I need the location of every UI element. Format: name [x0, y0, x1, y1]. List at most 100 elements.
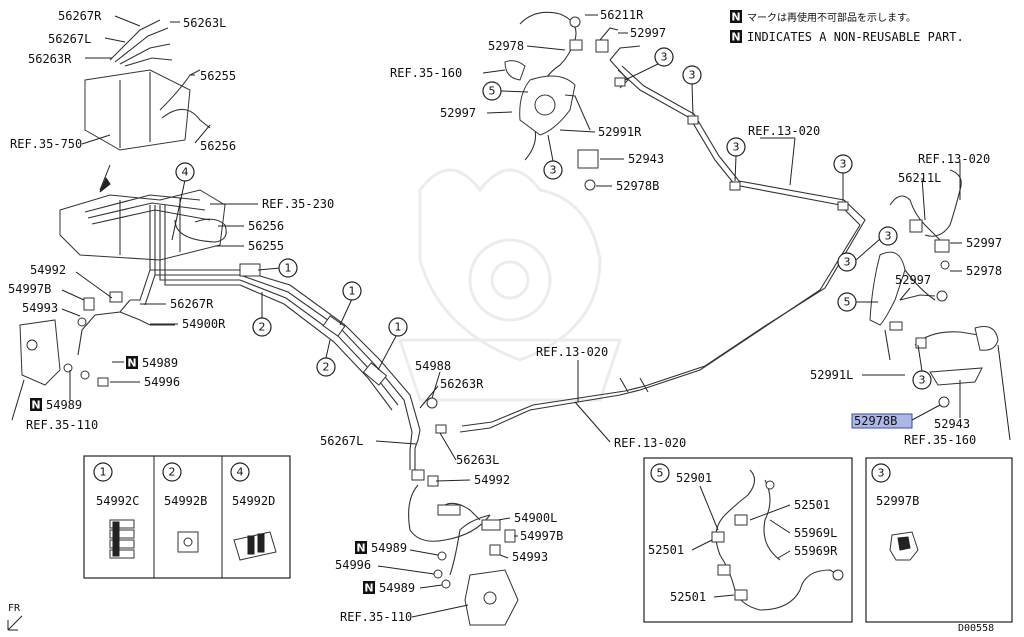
- part-56267L-top: 56267L: [48, 32, 91, 46]
- part-54900L: 54900L: [514, 511, 557, 525]
- main-pipe-bundle: [130, 263, 421, 433]
- kit5-part-52501-b: 52501: [648, 543, 684, 557]
- ref-13-020-d: REF.13-020: [614, 436, 686, 450]
- svg-text:4: 4: [182, 166, 189, 179]
- svg-text:2: 2: [259, 321, 266, 334]
- ref-35-160-right: REF.35-160: [904, 433, 976, 447]
- ref-13-020-c: REF.13-020: [536, 345, 608, 359]
- kit3-part-52997B: 52997B: [876, 494, 919, 508]
- callout-circle-3-a: [654, 47, 674, 67]
- svg-text:N: N: [364, 582, 373, 595]
- kit-boxes: 1 54992C 2 54992B 4 54992D: [83, 455, 291, 579]
- part-54989-d: 54989: [379, 581, 415, 595]
- svg-text:3: 3: [878, 467, 885, 480]
- part-52978B-highlight: 52978B: [854, 414, 897, 428]
- kit5-part-55969R: 55969R: [794, 544, 838, 558]
- kit5-part-55969L: 55969L: [794, 526, 837, 540]
- part-56255-mid: 56255: [248, 239, 284, 253]
- left-front-hose-group: [19, 291, 175, 387]
- svg-text:3: 3: [885, 230, 892, 243]
- svg-text:3: 3: [661, 51, 668, 64]
- svg-text:2: 2: [323, 361, 330, 374]
- part-52997-top2: 52997: [440, 106, 476, 120]
- svg-text:3: 3: [733, 141, 740, 154]
- part-56263R-mid: 56263R: [440, 377, 484, 391]
- svg-text:5: 5: [844, 296, 851, 309]
- part-56267R-mid: 56267R: [170, 297, 214, 311]
- part-52943-top: 52943: [628, 152, 664, 166]
- legend: N マークは再使用不可部品を示します。 N INDICATES A NON-RE…: [730, 10, 964, 44]
- kit1-clip-icon: [109, 519, 135, 559]
- part-52978-right: 52978: [966, 264, 1002, 278]
- part-56256-top: 56256: [200, 139, 236, 153]
- svg-text:1: 1: [395, 321, 402, 334]
- svg-text:1: 1: [285, 262, 292, 275]
- part-52997-top1: 52997: [630, 26, 666, 40]
- part-52978B-top: 52978B: [616, 179, 659, 193]
- callout-circle-4: [175, 162, 195, 182]
- part-56263L-top: 56263L: [183, 16, 226, 30]
- callout-circle-2a: [252, 317, 272, 337]
- kit5-part-52501-c: 52501: [670, 590, 706, 604]
- kit-box-3: 3: [865, 457, 1013, 623]
- svg-text:5: 5: [657, 467, 664, 480]
- part-56255-top: 56255: [200, 69, 236, 83]
- part-52997-right1: 52997: [966, 236, 1002, 250]
- kit5-part-52501-a: 52501: [794, 498, 830, 512]
- svg-text:N: N: [127, 357, 136, 370]
- fr-label: FR: [8, 603, 21, 614]
- kit4-clip-icon: [233, 531, 277, 561]
- svg-text:3: 3: [844, 256, 851, 269]
- part-52997-right2: 52997: [895, 273, 931, 287]
- ref-13-020-a: REF.13-020: [748, 124, 820, 138]
- rear-brake-pipes: [459, 59, 866, 433]
- callout-circle-3-f: [878, 226, 898, 246]
- ref-35-160-top: REF.35-160: [390, 66, 462, 80]
- svg-text:3: 3: [689, 69, 696, 82]
- ref-35-110-mid: REF.35-110: [340, 610, 412, 624]
- highlighted-part-52978B[interactable]: [851, 413, 913, 429]
- kit5-part-52901: 52901: [676, 471, 712, 485]
- rear-right-sensor-group: [504, 11, 641, 191]
- svg-text:4: 4: [237, 466, 244, 479]
- callout-circle-1a: [278, 258, 298, 278]
- svg-text:1: 1: [100, 466, 107, 479]
- fr-arrow-icon: [7, 615, 23, 631]
- part-56211R: 56211R: [600, 8, 644, 22]
- part-56267R-top: 56267R: [58, 9, 102, 23]
- svg-text:N: N: [356, 542, 365, 555]
- part-52943-right: 52943: [934, 417, 970, 431]
- part-56211L: 56211L: [898, 171, 941, 185]
- kit2-clip-icon: [177, 531, 199, 553]
- part-54992-mid: 54992: [474, 473, 510, 487]
- part-56256-mid: 56256: [248, 219, 284, 233]
- kit-part-54992C: 54992C: [96, 494, 139, 508]
- svg-text:3: 3: [840, 158, 847, 171]
- rear-left-sensor-group: [869, 169, 999, 408]
- legend-jp-text: マークは再使用不可部品を示します。: [747, 11, 916, 24]
- part-54900R: 54900R: [182, 317, 226, 331]
- svg-text:N: N: [731, 11, 740, 24]
- diagram-id: D00558: [958, 623, 994, 634]
- callout-circle-3-e: [837, 252, 857, 272]
- part-56267L-mid: 56267L: [320, 434, 363, 448]
- kit-box-5: 5: [643, 457, 853, 623]
- part-54996-mid: 54996: [335, 558, 371, 572]
- part-54996-left: 54996: [144, 375, 180, 389]
- part-56263L-mid: 56263L: [456, 453, 499, 467]
- part-54989-b: 54989: [46, 398, 82, 412]
- kit-part-54992B: 54992B: [164, 494, 207, 508]
- callout-circle-2b: [316, 357, 336, 377]
- part-54997B-left: 54997B: [8, 282, 51, 296]
- abs-unit-group: [84, 15, 211, 193]
- callout-circle-1c: [388, 317, 408, 337]
- ref-35-750: REF.35-750: [10, 137, 82, 151]
- kit-part-54992D: 54992D: [232, 494, 275, 508]
- part-54993-left: 54993: [22, 301, 58, 315]
- part-52991L: 52991L: [810, 368, 853, 382]
- svg-text:1: 1: [349, 285, 356, 298]
- left-front-hose-group-center: [408, 397, 519, 626]
- svg-text:3: 3: [550, 164, 557, 177]
- part-54993-mid: 54993: [512, 550, 548, 564]
